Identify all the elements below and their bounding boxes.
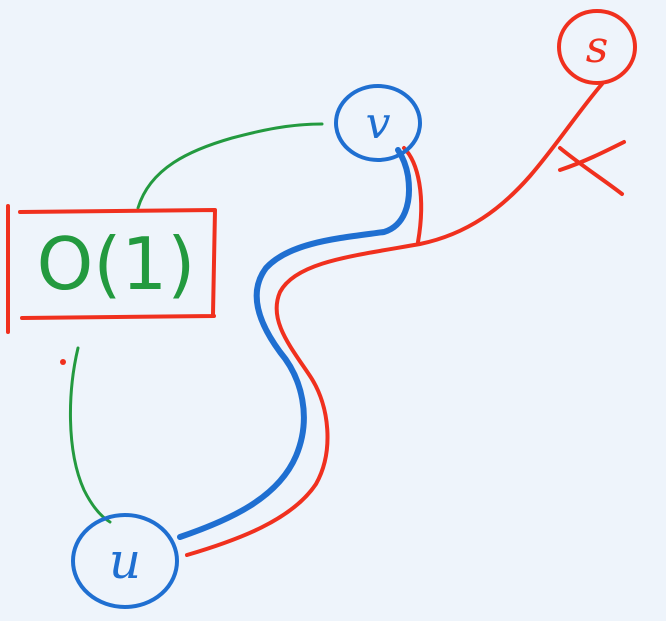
red-path-u-to-s bbox=[185, 82, 604, 557]
node-u: u bbox=[71, 513, 179, 609]
node-v-circle bbox=[334, 84, 422, 162]
red-dot bbox=[60, 359, 66, 365]
green-edge-box-to-v bbox=[136, 122, 324, 210]
cross-mark bbox=[558, 140, 626, 196]
green-edge-box-to-u bbox=[68, 346, 112, 524]
node-v: v bbox=[334, 84, 422, 162]
node-v-label: v bbox=[366, 98, 391, 149]
node-u-circle bbox=[71, 513, 179, 609]
annotation-box-text: O(1) bbox=[37, 222, 196, 306]
node-u-label: u bbox=[109, 532, 141, 590]
node-s-circle bbox=[557, 9, 637, 85]
red-tick-near-v bbox=[402, 146, 424, 244]
blue-path-u-to-v bbox=[177, 147, 412, 540]
node-s: s bbox=[557, 9, 637, 85]
annotation-box: O(1) bbox=[6, 204, 217, 334]
node-s-label: s bbox=[586, 22, 609, 73]
annotation-box-frame bbox=[6, 204, 217, 334]
